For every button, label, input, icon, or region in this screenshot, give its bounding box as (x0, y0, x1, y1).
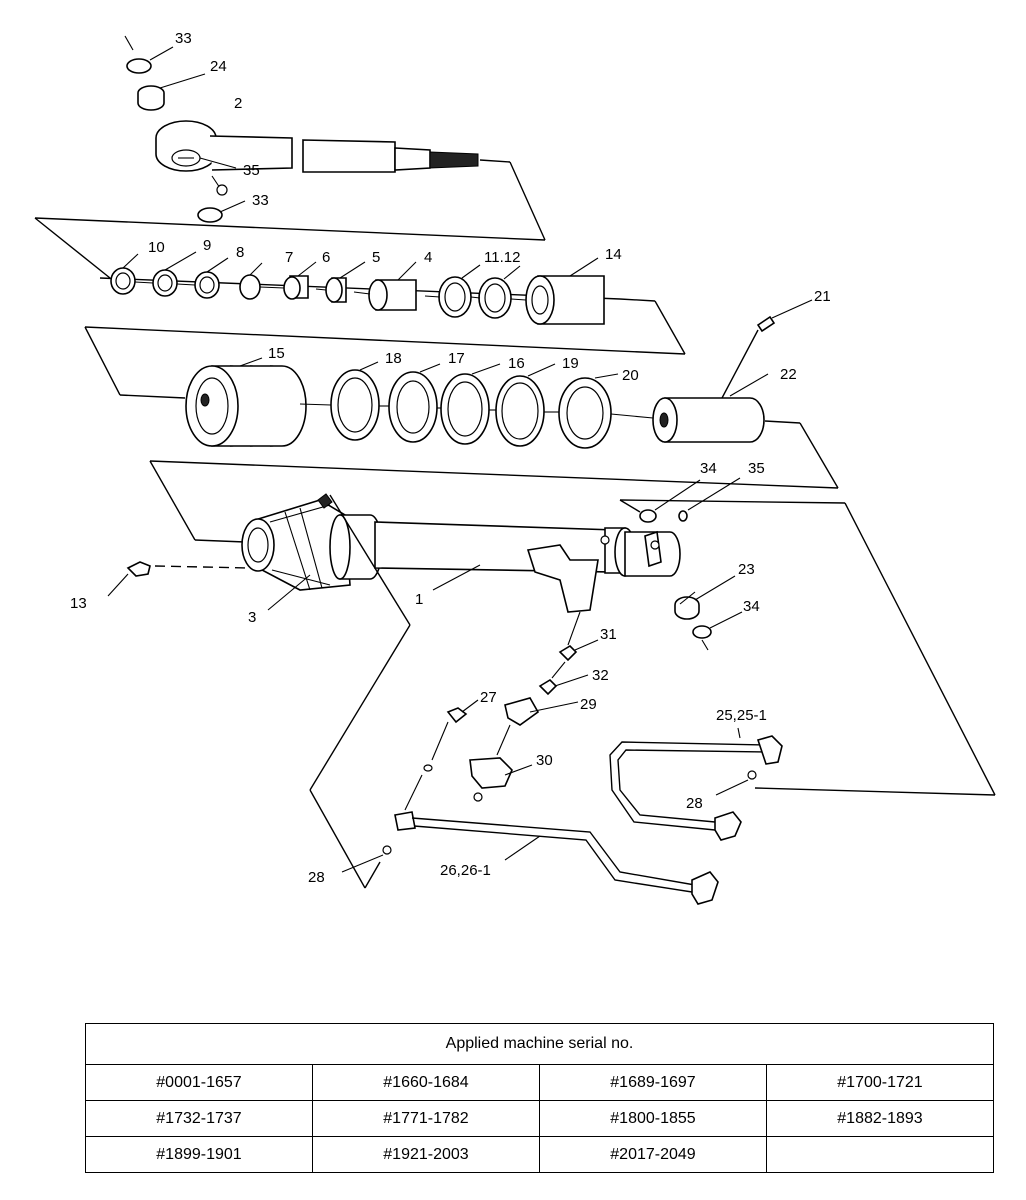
part-26-handle (691, 871, 719, 905)
serial-cell: #1732-1737 (85, 1100, 313, 1137)
table-row: #1899-1901 #1921-2003 #2017-2049 (85, 1136, 994, 1173)
serial-cell: #1899-1901 (85, 1136, 313, 1173)
callout-30: 30 (536, 752, 553, 769)
part-13 (126, 561, 151, 577)
part-26-base (394, 811, 416, 831)
serial-cell: #1800-1855 (539, 1100, 767, 1137)
callout-29: 29 (580, 696, 597, 713)
part-22 (664, 397, 765, 443)
callout-14: 14 (605, 246, 622, 263)
callout-4: 4 (424, 249, 432, 266)
callout-labels: 33 24 2 35 33 10 9 8 7 6 5 4 11.12 14 21… (70, 30, 831, 886)
serial-number-table: Applied machine serial no. #0001-1657 #1… (85, 1023, 994, 1173)
serial-cell: #1689-1697 (539, 1064, 767, 1101)
cylinder-body (107, 460, 996, 889)
part-2-shaft (209, 135, 293, 171)
callout-23: 23 (738, 561, 755, 578)
linkage-parts (341, 611, 783, 905)
callout-13: 13 (70, 595, 87, 612)
callout-2: 2 (234, 95, 242, 112)
callout-35: 35 (748, 460, 765, 477)
serial-cell: #1882-1893 (766, 1100, 994, 1137)
callout-25-25-1: 25,25-1 (716, 707, 767, 724)
serial-cell: #1771-1782 (312, 1100, 540, 1137)
table-row: #1732-1737 #1771-1782 #1800-1855 #1882-1… (85, 1100, 994, 1137)
serial-cell: #0001-1657 (85, 1064, 313, 1101)
part-34-top (639, 509, 657, 523)
callout-22: 22 (780, 366, 797, 383)
callout-18: 18 (385, 350, 402, 367)
seal-row-1 (34, 217, 686, 355)
seal-row-2 (84, 299, 839, 489)
callout-24: 24 (210, 58, 227, 75)
part-32 (538, 678, 558, 696)
part-33-bottom (197, 207, 223, 223)
part-35-top (216, 184, 228, 196)
serial-cell: #2017-2049 (539, 1136, 767, 1173)
callout-33: 33 (252, 192, 269, 209)
callout-34: 34 (700, 460, 717, 477)
serial-cell-empty (766, 1136, 994, 1173)
callout-10: 10 (148, 239, 165, 256)
callout-6: 6 (322, 249, 330, 266)
callout-9: 9 (203, 237, 211, 254)
serial-cell: #1921-2003 (312, 1136, 540, 1173)
callout-1: 1 (415, 591, 423, 608)
end-parts (639, 477, 743, 651)
callout-17: 17 (448, 350, 465, 367)
callout-20: 20 (622, 367, 639, 384)
part-25-base (756, 735, 783, 765)
serial-table-header: Applied machine serial no. (85, 1023, 994, 1065)
callout-21: 21 (814, 288, 831, 305)
part-34-bottom (692, 625, 712, 639)
callout-15: 15 (268, 345, 285, 362)
callout-34: 34 (743, 598, 760, 615)
part-1-bracket (526, 544, 599, 613)
callout-7: 7 (285, 249, 293, 266)
exploded-parts-diagram: 33 24 2 35 33 10 9 8 7 6 5 4 11.12 14 21… (34, 30, 996, 905)
callout-28: 28 (686, 795, 703, 812)
part-7 (239, 274, 261, 300)
part-33-top (126, 58, 152, 74)
callout-5: 5 (372, 249, 380, 266)
callout-32: 32 (592, 667, 609, 684)
serial-cell: #1700-1721 (766, 1064, 994, 1101)
callout-26-26-1: 26,26-1 (440, 862, 491, 879)
callout-33: 33 (175, 30, 192, 47)
callout-35: 35 (243, 162, 260, 179)
callout-16: 16 (508, 355, 525, 372)
part-29 (504, 697, 540, 726)
table-row: #0001-1657 #1660-1684 #1689-1697 #1700-1… (85, 1064, 994, 1101)
part-21 (756, 315, 776, 333)
callout-11-12: 11.12 (484, 249, 520, 266)
part-24 (137, 85, 165, 111)
callout-19: 19 (562, 355, 579, 372)
part-15 (185, 365, 307, 447)
serial-cell: #1660-1684 (312, 1064, 540, 1101)
part-27 (446, 707, 468, 724)
part-25-handle (714, 811, 742, 841)
part-35-right (678, 510, 688, 522)
part-31 (558, 644, 578, 662)
callout-3: 3 (248, 609, 256, 626)
callout-28: 28 (308, 869, 325, 886)
callout-27: 27 (480, 689, 497, 706)
rod-assembly (124, 35, 546, 241)
callout-31: 31 (600, 626, 617, 643)
part-30 (469, 757, 513, 789)
callout-8: 8 (236, 244, 244, 261)
